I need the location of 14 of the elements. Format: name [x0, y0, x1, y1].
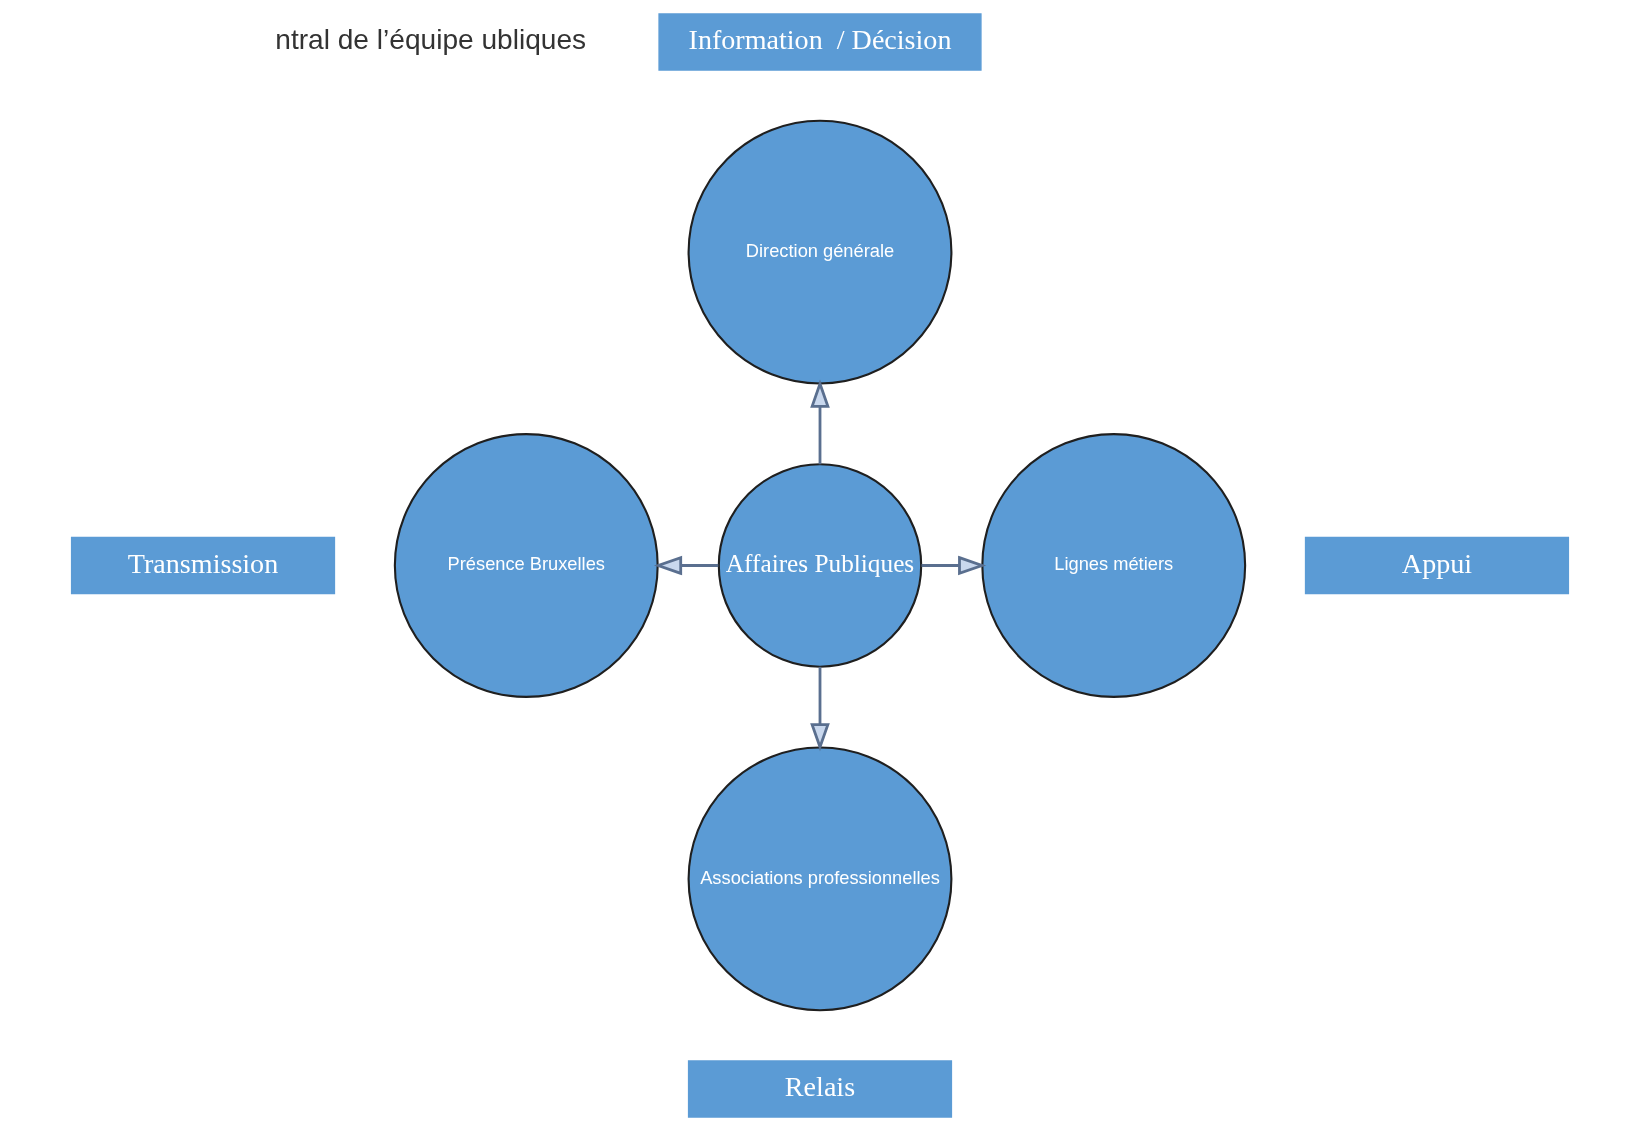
node-circle: Direction générale	[687, 119, 952, 385]
arrow	[809, 379, 830, 465]
arrow	[809, 666, 830, 752]
arrow	[921, 555, 986, 576]
node-box: Information / Décision	[657, 13, 982, 71]
node-circle: Présence Bruxelles	[393, 433, 659, 698]
node-circle: Lignes métiers	[980, 433, 1246, 698]
arrow	[653, 555, 718, 576]
node-circle: Associations professionnelles	[687, 746, 952, 1012]
node-box: Relais	[687, 1060, 952, 1118]
node-box: Appui	[1304, 536, 1569, 595]
node-circle: Affaires Publiques	[717, 463, 922, 668]
node-box: Transmission	[70, 536, 335, 595]
label: ntral de l’équipe ubliques	[274, 24, 586, 56]
